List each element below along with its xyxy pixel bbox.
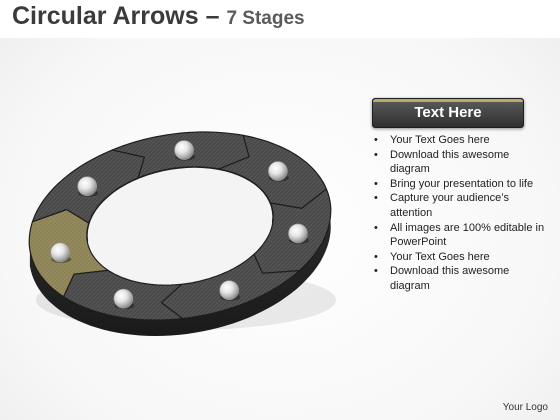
bullet-list: Your Text Goes here Download this awesom… xyxy=(372,133,552,294)
stage-ball xyxy=(288,223,308,244)
bullet-item: Download this awesome diagram xyxy=(372,264,552,293)
ring-balls xyxy=(50,140,309,310)
title-dash: – xyxy=(198,2,227,30)
title-band xyxy=(0,0,560,38)
stage-ball xyxy=(113,288,134,309)
slide-title: Circular Arrows – 7 Stages xyxy=(12,2,305,31)
bullet-item: Your Text Goes here xyxy=(372,250,552,265)
stage-ball xyxy=(219,280,240,301)
bullet-item: Download this awesome diagram xyxy=(372,148,552,177)
text-here-header: Text Here xyxy=(372,98,524,128)
stage-ball xyxy=(268,161,288,181)
title-subtitle: 7 Stages xyxy=(226,8,305,29)
footer-logo-text: Your Logo xyxy=(502,402,548,413)
stage-ball xyxy=(174,140,194,160)
bullet-item: Bring your presentation to life xyxy=(372,177,552,192)
bullet-item: Your Text Goes here xyxy=(372,133,552,148)
stage-ball xyxy=(50,242,71,263)
ring-outer-side xyxy=(29,201,331,336)
ring-center-hole xyxy=(87,167,273,285)
stage-ball xyxy=(77,176,98,197)
bullet-item: Capture your audience’s attention xyxy=(372,191,552,220)
bullet-item: All images are 100% editable in PowerPoi… xyxy=(372,221,552,250)
title-main: Circular Arrows xyxy=(12,2,199,30)
